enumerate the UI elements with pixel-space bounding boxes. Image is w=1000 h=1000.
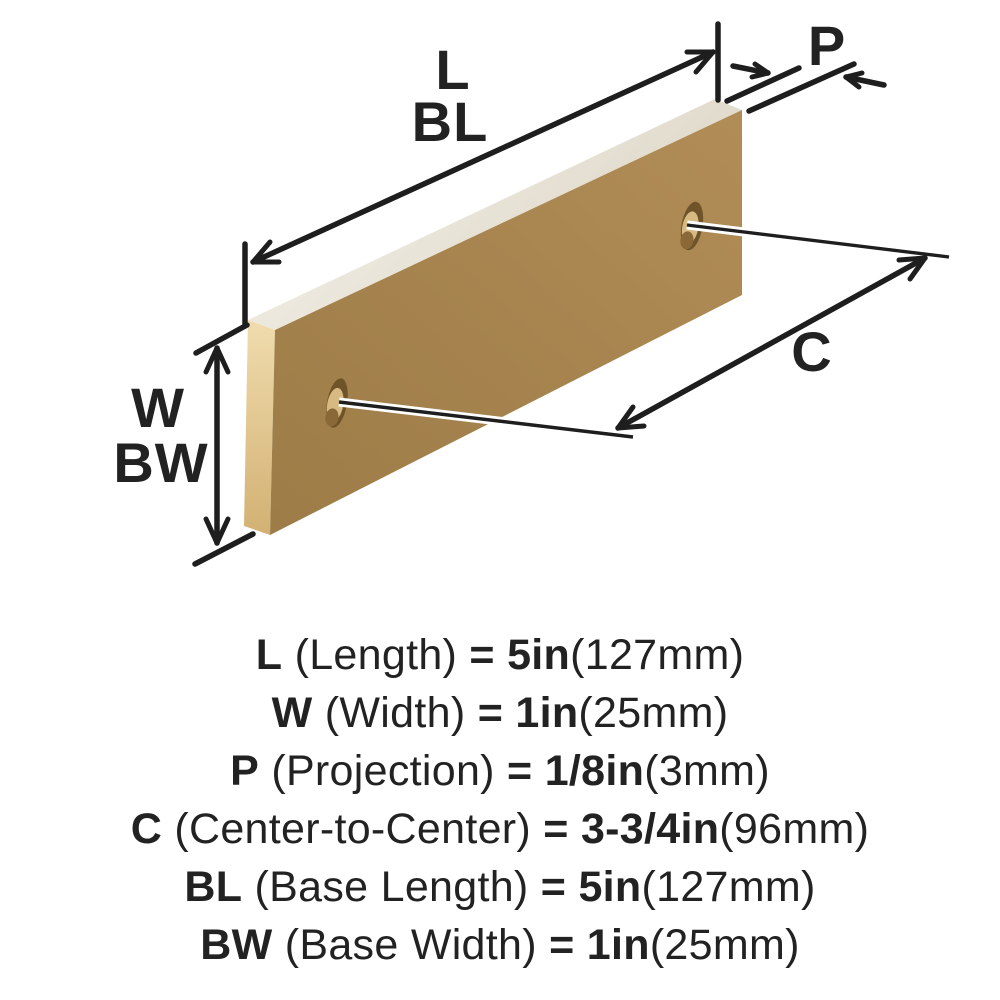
plate <box>244 99 742 535</box>
dim-width-tick-bottom <box>192 531 256 567</box>
legend-imperial-value: 1in <box>515 689 579 737</box>
dim-length <box>242 21 721 329</box>
legend-line-length: L (Length) = 5in(127mm) <box>0 626 1000 684</box>
screw-line-left <box>338 400 634 439</box>
legend-line-center-to-center: C (Center-to-Center) = 3-3/4in(96mm) <box>0 800 1000 858</box>
legend-line-width: W (Width) = 1in(25mm) <box>0 684 1000 742</box>
dim-center-to-center <box>615 255 928 431</box>
legend-name: (Width) <box>312 689 478 737</box>
legend-imperial-value: 1/8in <box>544 747 645 795</box>
legend-metric-value: (96mm) <box>719 805 870 853</box>
dim-center-arrowhead-lower <box>615 404 647 431</box>
plate-top-edge <box>248 99 742 330</box>
plate-front-face <box>270 110 742 535</box>
dim-projection-arrow-left-head <box>749 61 771 80</box>
legend-imperial-value: 1in <box>586 921 650 969</box>
dim-length-arrowhead-end <box>684 49 716 75</box>
dim-width-arrowhead-top <box>203 345 231 375</box>
plate-diagram <box>192 21 950 567</box>
screw-line-right <box>686 223 950 259</box>
legend-metric-value: (3mm) <box>644 747 770 795</box>
legend-imperial-value: 5in <box>507 631 571 679</box>
legend-metric-value: (25mm) <box>649 921 800 969</box>
dim-projection-arrow-right-head <box>843 70 865 90</box>
legend-symbol: W <box>271 689 313 737</box>
legend-symbol: P <box>230 747 260 795</box>
legend-name: (Base Length) <box>242 863 541 911</box>
dim-width-tick-top <box>193 322 250 356</box>
dim-width-arrowhead-bottom <box>203 516 231 546</box>
legend-name: (Length) <box>282 631 470 679</box>
dim-length-arrowhead-start <box>250 239 282 265</box>
legend-imperial-value: 3-3/4in <box>580 805 720 853</box>
dim-center-line <box>615 255 928 431</box>
legend-name: (Center-to-Center) <box>162 805 544 853</box>
dim-projection-tick-front <box>724 65 802 104</box>
legend-symbol: BW <box>200 921 273 969</box>
screw-hole-left <box>325 378 348 428</box>
screw-center-lines <box>338 220 950 442</box>
legend-metric-value: (127mm) <box>570 631 745 679</box>
measurement-legend: L (Length) = 5in(127mm) W (Width) = 1in(… <box>0 626 1000 974</box>
legend-imperial-value: 5in <box>578 863 642 911</box>
legend-name: (Base Width) <box>272 921 550 969</box>
dim-projection-arrow-right-line <box>843 74 887 88</box>
legend-line-base-width: BW (Base Width) = 1in(25mm) <box>0 916 1000 974</box>
label-base-length: BL <box>411 90 489 153</box>
label-width: W <box>131 376 185 439</box>
legend-equals: = <box>540 863 579 911</box>
legend-metric-value: (127mm) <box>641 863 816 911</box>
legend-name: (Projection) <box>259 747 508 795</box>
label-center-to-center: C <box>791 320 833 383</box>
plate-left-edge <box>244 320 275 535</box>
legend-equals: = <box>507 747 545 795</box>
legend-line-projection: P (Projection) = 1/8in(3mm) <box>0 742 1000 800</box>
legend-equals: = <box>477 689 516 737</box>
legend-line-base-length: BL (Base Length) = 5in(127mm) <box>0 858 1000 916</box>
legend-equals: = <box>543 805 581 853</box>
label-base-width: BW <box>113 431 209 494</box>
dim-width <box>192 322 256 567</box>
legend-equals: = <box>549 921 587 969</box>
dim-length-line <box>250 49 716 265</box>
legend-symbol: BL <box>184 863 243 911</box>
label-projection: P <box>807 14 847 77</box>
legend-equals: = <box>469 631 508 679</box>
dim-projection-tick-back <box>746 61 857 114</box>
legend-metric-value: (25mm) <box>578 689 729 737</box>
dim-projection <box>724 61 887 114</box>
label-length: L <box>435 38 471 101</box>
dim-center-arrowhead-upper <box>896 255 928 282</box>
legend-symbol: C <box>130 805 163 853</box>
legend-symbol: L <box>255 631 283 679</box>
